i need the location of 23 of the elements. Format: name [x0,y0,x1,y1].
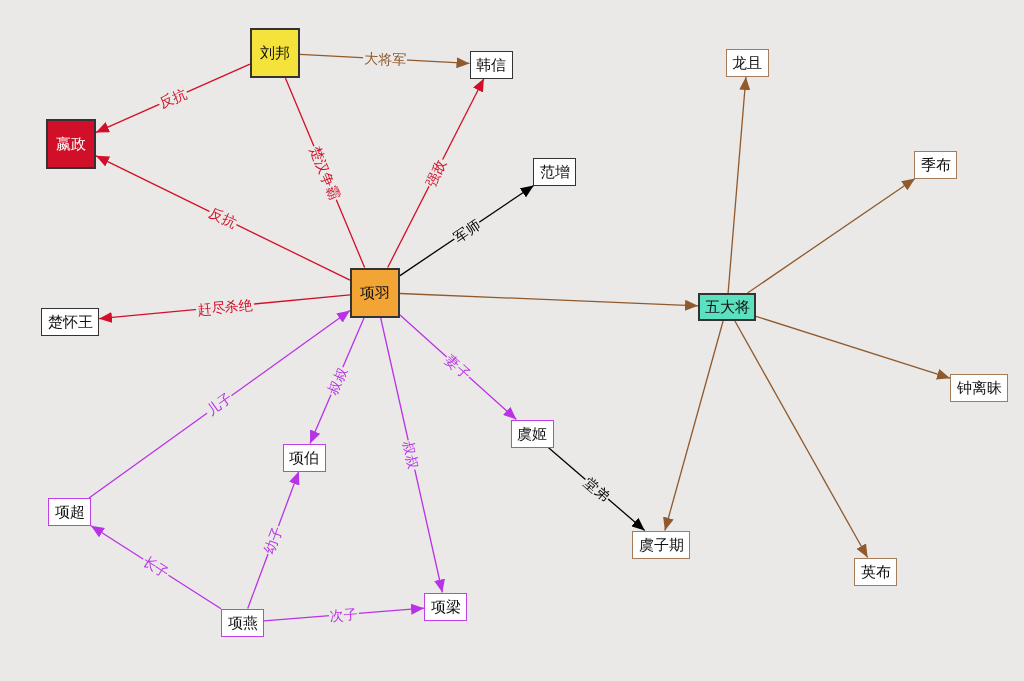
name-box: 钟离昧 [950,373,1008,402]
arrow [746,177,916,294]
name-box: 季布 [914,150,957,179]
name-box: 范增 [533,157,576,186]
name-box: 项梁 [424,592,467,621]
name-box: 刘邦 [250,28,300,78]
name-box: 五大将 [698,293,756,321]
name-box: 嬴政 [46,118,96,169]
name-box: 项超 [48,498,91,526]
name-box: 龙且 [725,49,769,77]
arrow [727,76,751,294]
arrow [399,292,699,311]
arrow [663,320,724,532]
name-box: 英布 [854,557,897,586]
arrow [88,309,351,499]
arrow [95,155,351,281]
arrow [379,316,445,594]
name-box: 楚怀王 [41,307,99,336]
arrow [734,320,869,559]
arrow [755,315,951,380]
name-box: 项燕 [221,608,264,637]
name-box: 项羽 [350,267,400,318]
name-box: 虞子期 [632,530,690,559]
